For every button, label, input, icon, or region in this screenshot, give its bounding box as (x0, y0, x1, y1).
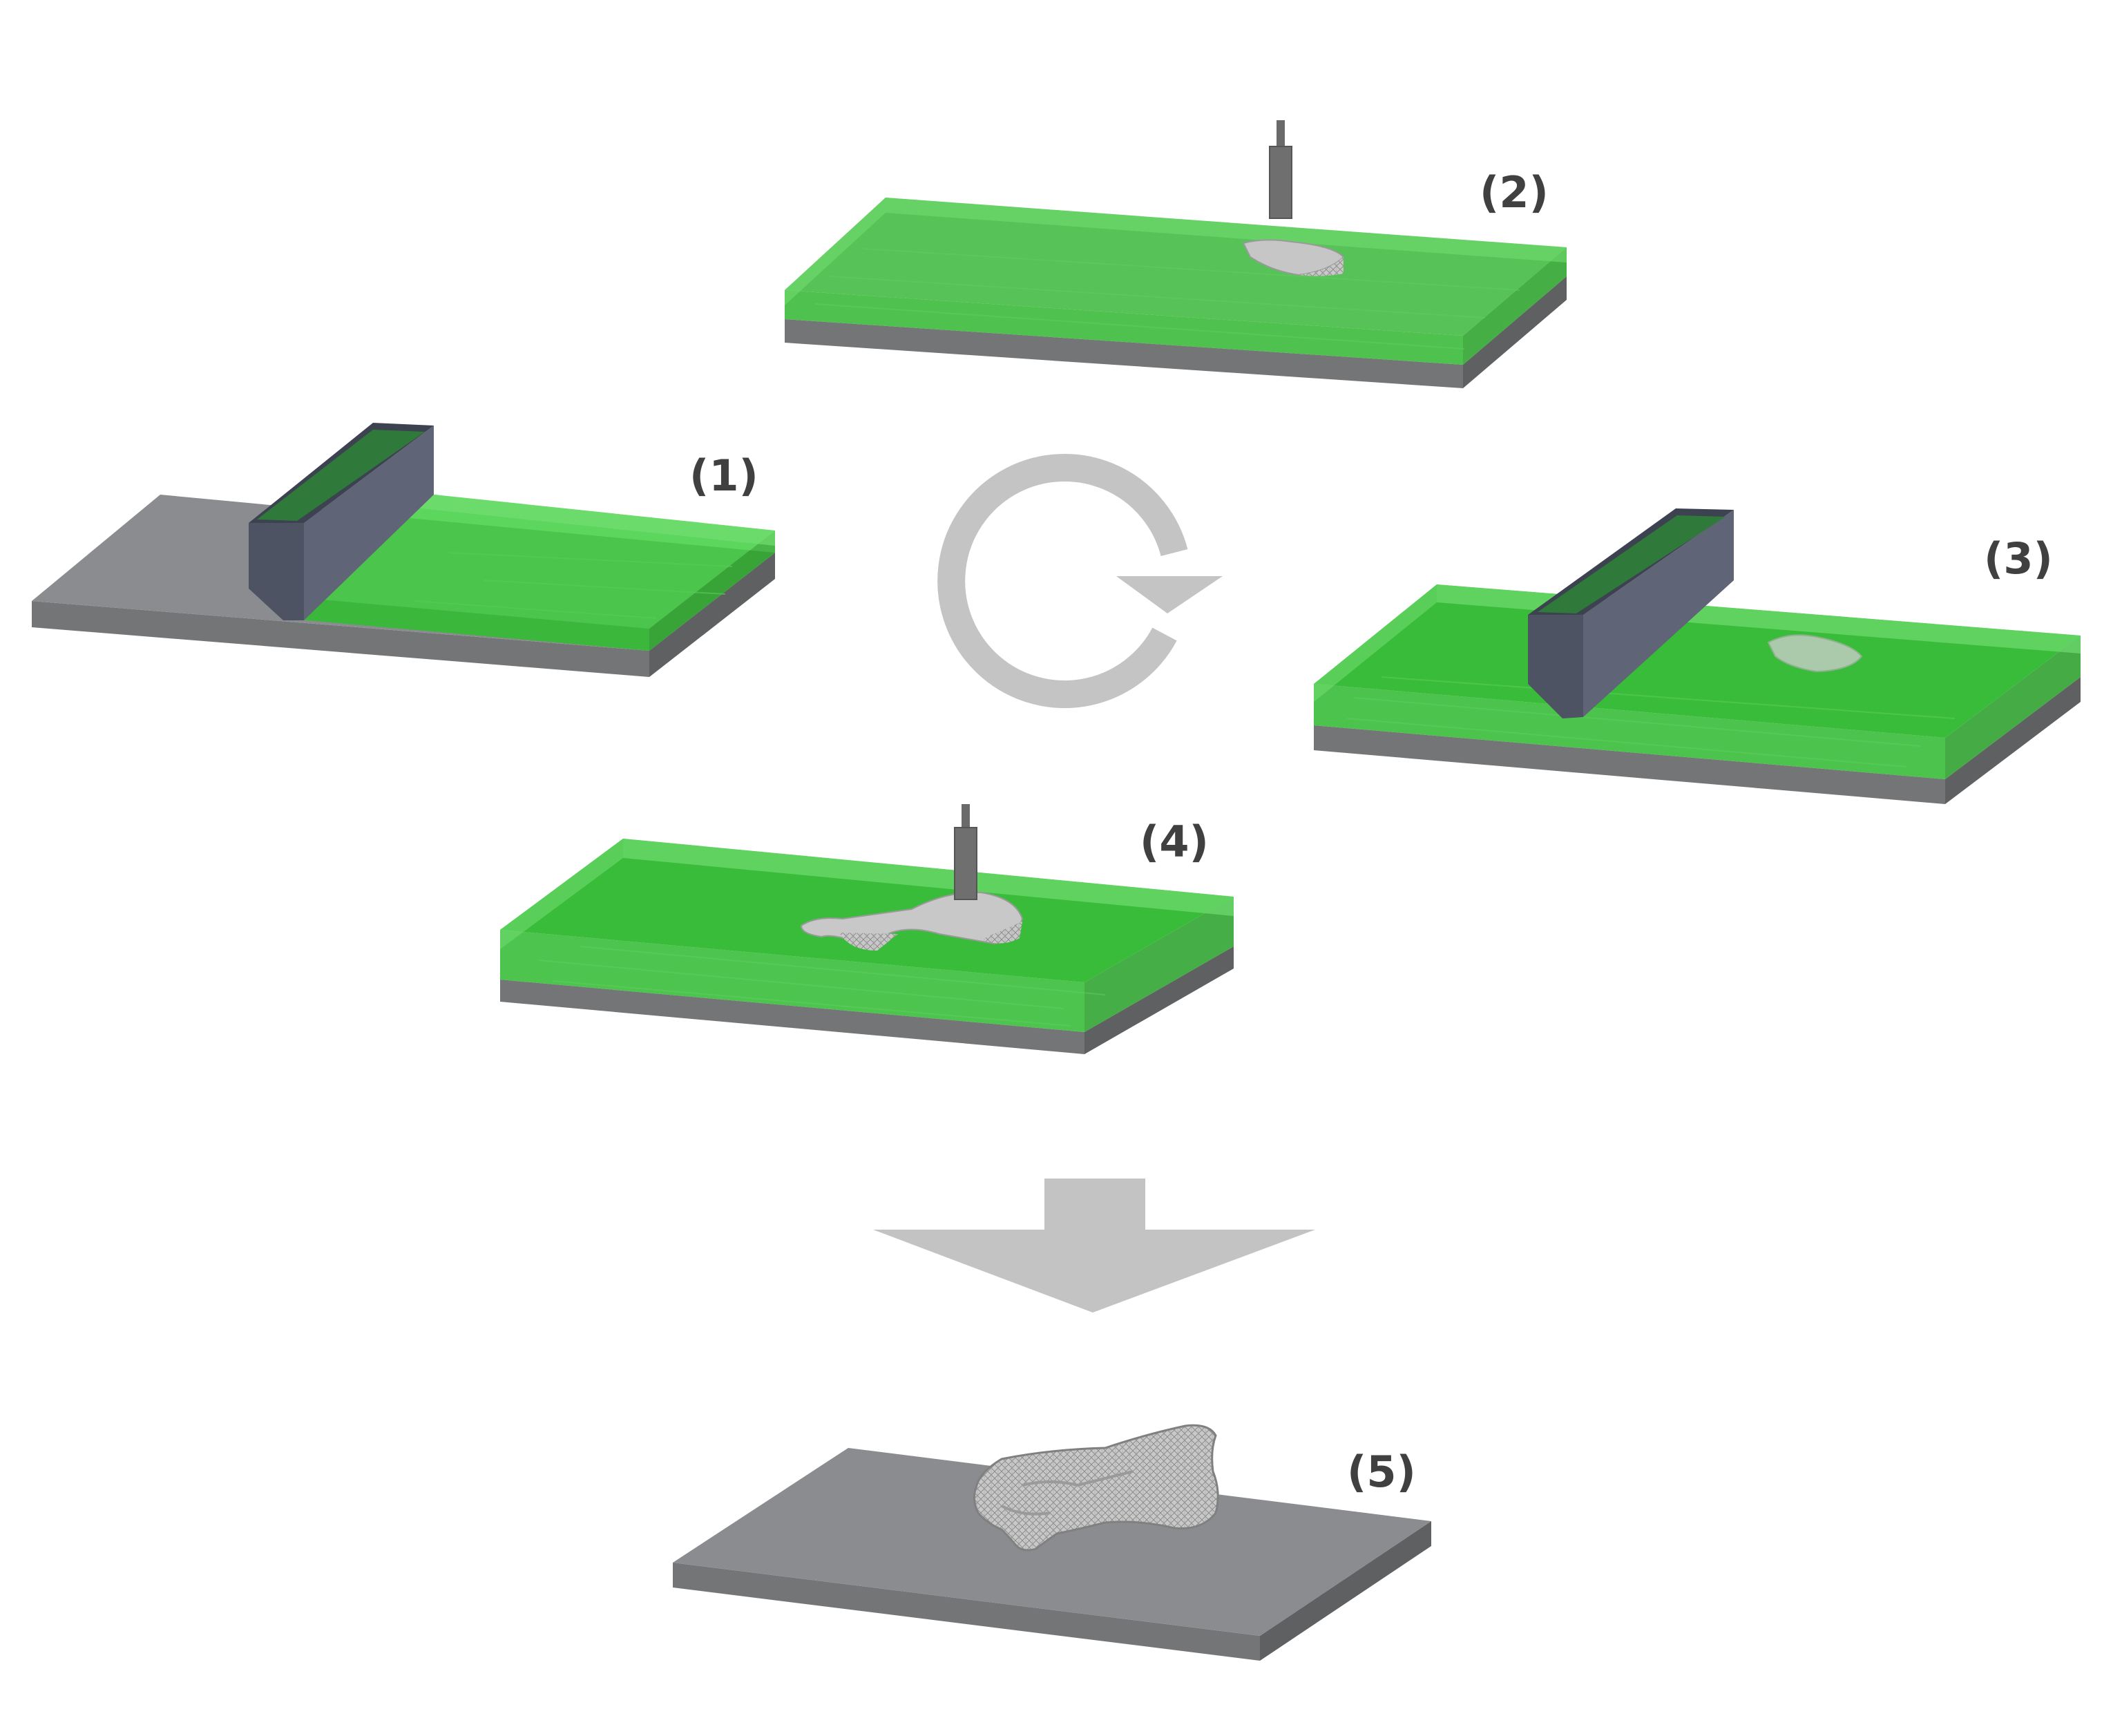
step-label-5: (5) (1347, 1447, 1416, 1497)
step-5-finished-part: (5) (673, 1424, 1431, 1661)
step-label-4: (4) (1140, 817, 1209, 867)
step-1-recoating-first-layer: (1) (32, 423, 775, 677)
build-platform (785, 276, 1567, 388)
sintered-part-layer (800, 891, 1024, 951)
powder-bed (500, 839, 1234, 1032)
step-label-1: (1) (689, 450, 758, 501)
powder-layer (283, 493, 775, 651)
recoater-blade (1528, 508, 1734, 718)
sintered-part-layer (1767, 634, 1863, 673)
build-platform (500, 946, 1234, 1054)
step-label-2: (2) (1480, 167, 1549, 218)
finished-3d-printed-part (973, 1424, 1219, 1552)
step-2-laser-sintering: (2) (785, 120, 1567, 388)
sintered-part-layer (1242, 239, 1345, 276)
down-arrow-icon (873, 1179, 1315, 1313)
step-3-recoating-next-layer: (3) (1314, 508, 2081, 804)
recoater-blade (249, 423, 434, 620)
powder-bed (785, 198, 1567, 365)
build-platform (1314, 677, 2081, 804)
laser-nozzle (954, 804, 977, 900)
circular-arrow-icon (937, 454, 1223, 708)
step-label-3: (3) (1984, 533, 2053, 584)
build-platform (673, 1448, 1431, 1661)
step-4-laser-sintering-layer-n: (4) (500, 804, 1234, 1054)
laser-nozzle (1269, 120, 1292, 219)
